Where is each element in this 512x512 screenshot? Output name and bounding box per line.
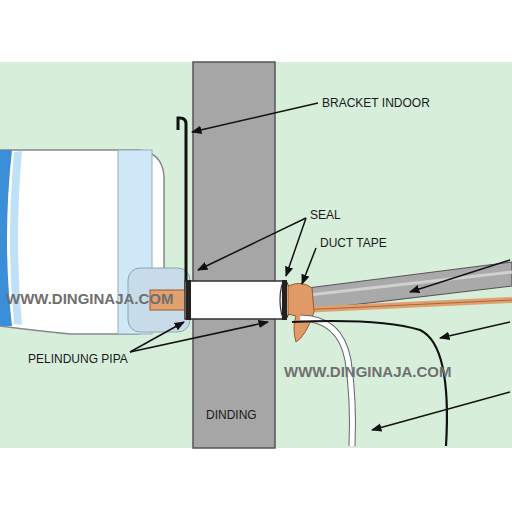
outside-copper-outline <box>300 300 512 310</box>
indoor-bracket <box>178 118 186 290</box>
leader-line <box>302 248 316 284</box>
part-label: BRACKET INDOOR <box>322 96 430 110</box>
leader-line <box>192 103 318 132</box>
insulation-highlight <box>300 272 512 296</box>
outside-copper-pipe <box>300 300 512 310</box>
leader-line <box>130 322 184 352</box>
seal-inner <box>186 280 191 320</box>
leader-line <box>372 392 510 430</box>
leader-line <box>130 322 268 352</box>
drain-hose-outline <box>300 318 353 446</box>
wall <box>193 62 275 448</box>
leader-line <box>286 218 306 276</box>
part-label: SEAL <box>310 208 341 222</box>
background <box>0 62 512 448</box>
leader-line <box>440 322 510 338</box>
leader-line <box>410 260 510 292</box>
watermark: WWW.DINGINAJA.COM <box>284 363 451 380</box>
part-label: PELINDUNG PIPA <box>28 352 128 366</box>
pipe-sleeve <box>185 281 285 319</box>
part-label: DUCT TAPE <box>320 236 387 250</box>
power-cable <box>292 321 447 446</box>
duct-tape <box>288 283 314 342</box>
leader-line <box>198 218 306 270</box>
watermark: WWW.DINGINAJA.COM <box>6 290 173 307</box>
wall-label: DINDING <box>206 408 257 422</box>
drain-hose <box>300 318 353 446</box>
seal-outer <box>282 280 287 320</box>
